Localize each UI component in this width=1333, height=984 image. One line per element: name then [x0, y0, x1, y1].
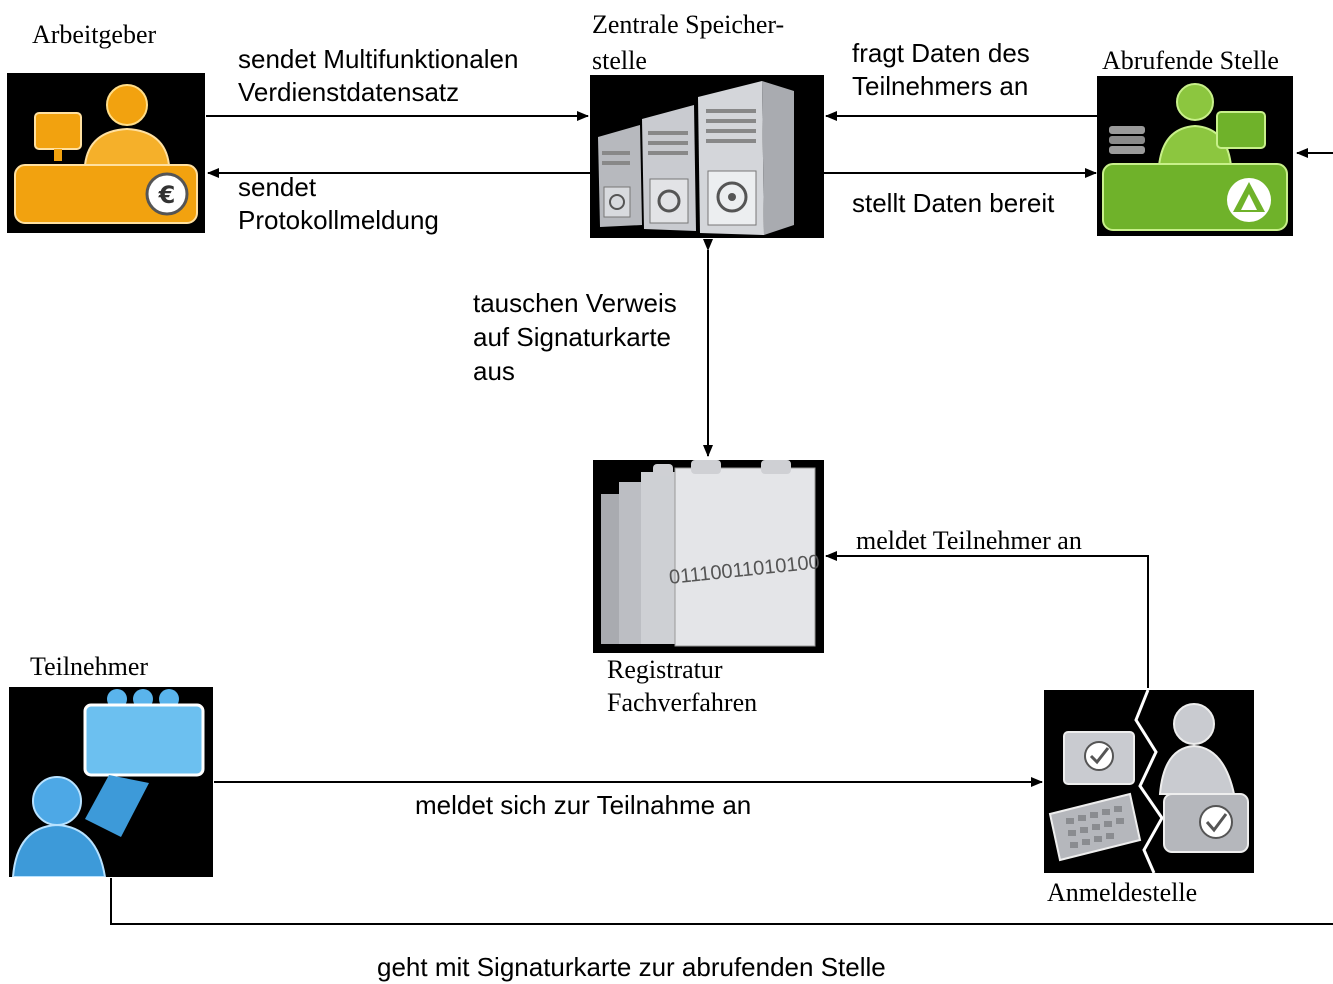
edge-label-storage-to-employer-2: Protokollmeldung: [238, 205, 439, 235]
edge-label-storage-registry-3: aus: [473, 356, 515, 386]
central-storage-icon: [590, 75, 824, 238]
edge-label-participant-to-registration: meldet sich zur Teilnahme an: [415, 790, 752, 820]
registry-label-1: Registratur: [607, 655, 723, 684]
retrieving-office-icon: [1097, 76, 1293, 236]
edge-label-storage-registry-2: auf Signaturkarte: [473, 322, 672, 352]
registration-office-icon: [1044, 690, 1254, 873]
arrow-registration-to-registry: [825, 551, 1149, 688]
edge-label-participant-to-office: geht mit Signaturkarte zur abrufenden St…: [377, 952, 886, 982]
employer-label: Arbeitgeber: [32, 20, 157, 49]
edge-label-office-to-storage-1: fragt Daten des: [852, 38, 1030, 68]
edge-label-employer-to-storage-1: sendet Multifunktionalen: [238, 44, 519, 74]
central-storage-label-2: stelle: [592, 46, 647, 75]
edge-label-employer-to-storage-2: Verdienstdatensatz: [238, 77, 460, 107]
employer-icon: €: [7, 73, 205, 233]
svg-text:€: €: [158, 181, 176, 209]
registry-icon: 01110011010100: [593, 460, 824, 653]
edge-label-storage-registry-1: tauschen Verweis: [473, 288, 677, 318]
edge-label-storage-to-office: stellt Daten bereit: [852, 188, 1055, 218]
central-storage-label-1: Zentrale Speicher-: [592, 10, 785, 39]
edge-label-registration-to-registry: meldet Teilnehmer an: [856, 526, 1082, 555]
participant-icon: [9, 687, 213, 877]
participant-label: Teilnehmer: [30, 652, 149, 681]
registry-label-2: Fachverfahren: [607, 688, 758, 717]
edge-label-office-to-storage-2: Teilnehmers an: [852, 71, 1029, 101]
retrieving-office-label: Abrufende Stelle: [1102, 46, 1279, 75]
registration-office-label: Anmeldestelle: [1047, 878, 1198, 907]
edge-label-storage-to-employer-1: sendet: [238, 172, 317, 202]
line-participant-to-office-bottom: [110, 878, 1333, 925]
